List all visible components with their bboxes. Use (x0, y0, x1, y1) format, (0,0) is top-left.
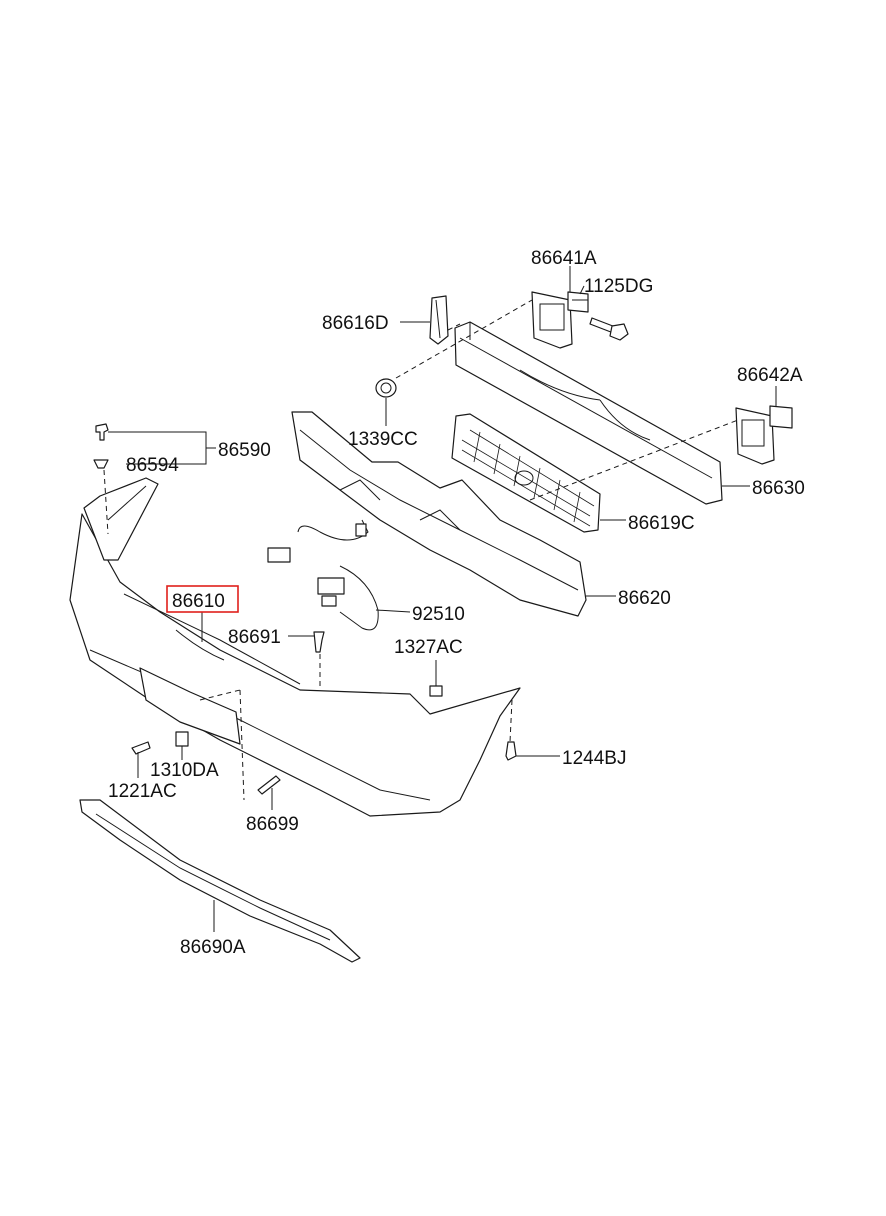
assembly-lines (103, 299, 739, 801)
leader-lines (108, 266, 777, 932)
screw-86691 (313, 631, 325, 653)
label-1244BJ[interactable]: 1244BJ (562, 748, 626, 769)
highlight-box-86610 (166, 585, 239, 613)
label-86619C[interactable]: 86619C (628, 513, 695, 534)
nut-1339CC (375, 378, 397, 398)
pin-86699 (257, 775, 281, 795)
bracket-86641A (531, 291, 589, 349)
label-1221AC[interactable]: 1221AC (108, 781, 177, 802)
label-86610[interactable]: 86610 (172, 591, 225, 612)
label-86691[interactable]: 86691 (228, 627, 281, 648)
wiring-harness-92510 (267, 519, 379, 631)
label-1327AC[interactable]: 1327AC (394, 637, 463, 658)
clip-1310DA (175, 731, 189, 747)
lower-garnish-86690A (79, 799, 361, 963)
label-86630[interactable]: 86630 (752, 478, 805, 499)
clip-86594 (93, 459, 109, 469)
absorber-86620 (291, 411, 587, 617)
bracket-86616D (429, 295, 449, 345)
label-86699[interactable]: 86699 (246, 814, 299, 835)
screw-1244BJ (505, 741, 517, 761)
screw-1221AC (131, 741, 151, 755)
label-86690A[interactable]: 86690A (180, 937, 246, 958)
label-1125DG[interactable]: 1125DG (584, 276, 653, 297)
label-86620[interactable]: 86620 (618, 588, 671, 609)
label-86641A[interactable]: 86641A (531, 248, 597, 269)
label-1310DA[interactable]: 1310DA (150, 760, 219, 781)
bracket-86642A (735, 405, 793, 465)
grille-86619C (451, 413, 601, 533)
label-86594[interactable]: 86594 (126, 455, 179, 476)
label-86616D[interactable]: 86616D (322, 313, 389, 334)
bolt-1125DG (589, 317, 629, 341)
bumper-cover-86610 (69, 477, 521, 817)
clip-86590 (95, 423, 109, 441)
label-86642A[interactable]: 86642A (737, 365, 803, 386)
label-1339CC[interactable]: 1339CC (348, 429, 418, 450)
nut-1327AC (429, 685, 443, 697)
part-labels: 86641A 1125DG 86616D 86642A 1339CC 86590… (108, 248, 805, 958)
back-beam-86630 (454, 321, 723, 505)
label-86590[interactable]: 86590 (218, 440, 271, 461)
label-92510[interactable]: 92510 (412, 604, 465, 625)
